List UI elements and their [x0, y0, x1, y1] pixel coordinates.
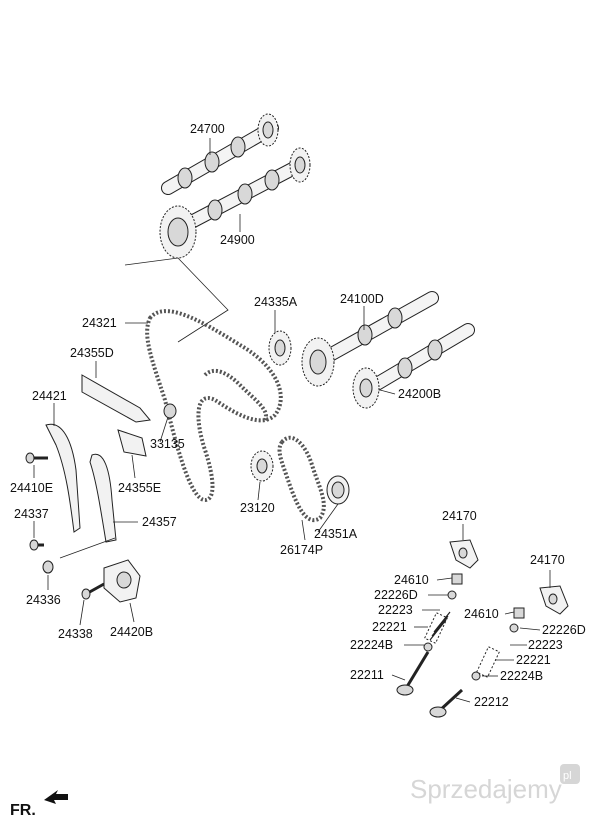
label-24321: 24321	[82, 316, 117, 330]
label-24355E: 24355E	[118, 481, 161, 495]
lash-adjuster-24610-left	[451, 573, 463, 585]
watermark-badge: pl	[563, 770, 572, 782]
label-22224B-left: 22224B	[350, 638, 393, 652]
chain-guide-24355D	[81, 374, 151, 423]
chain-guide-24421	[45, 423, 81, 533]
camshaft-24200B	[352, 323, 475, 409]
front-label: FR.	[10, 802, 36, 819]
sprocket-24335A	[268, 330, 292, 366]
label-22224B-right: 22224B	[500, 669, 543, 683]
watermark-text: Sprzedajemy	[410, 774, 562, 804]
label-24610-right: 24610	[464, 607, 499, 621]
bolt-24338	[81, 582, 105, 600]
bolt-24337	[29, 539, 44, 551]
label-24170-right: 24170	[530, 553, 565, 567]
label-24900: 24900	[220, 233, 255, 247]
bolt-24336	[42, 560, 54, 574]
valve-22212	[429, 688, 464, 718]
label-24336: 24336	[26, 593, 61, 607]
label-24351A: 24351A	[314, 527, 358, 541]
tensioner-arm-24357	[89, 453, 117, 543]
valve-22211	[396, 651, 430, 696]
label-24357: 24357	[142, 515, 177, 529]
label-26174P: 26174P	[280, 543, 323, 557]
retainer-22226D-left	[447, 590, 457, 600]
valve-spring-22221-left	[423, 611, 451, 644]
label-22226D-left: 22226D	[374, 588, 418, 602]
rocker-arm-24170-right	[539, 585, 569, 615]
watermark: Sprzedajemy pl	[410, 764, 580, 804]
leader-lines	[33, 138, 551, 703]
label-22212: 22212	[474, 695, 509, 709]
label-24338: 24338	[58, 627, 93, 641]
label-22223-left: 22223	[378, 603, 413, 617]
label-22211: 22211	[350, 668, 384, 682]
camshaft-24100D	[301, 291, 439, 387]
label-22223-right: 22223	[528, 638, 563, 652]
label-24170-left: 24170	[442, 509, 477, 523]
chain-26174P	[277, 435, 326, 522]
label-22221-right: 22221	[516, 653, 551, 667]
label-24700: 24700	[190, 122, 225, 136]
bolt-33135	[163, 403, 177, 419]
label-23120: 23120	[240, 501, 275, 515]
seal-22224B-left	[423, 642, 433, 652]
label-24200B: 24200B	[398, 387, 441, 401]
sprocket-23120	[250, 450, 274, 482]
label-24337: 24337	[14, 507, 49, 521]
tensioner-24355E	[117, 429, 147, 457]
label-22226D-right: 22226D	[542, 623, 586, 637]
retainer-22226D-right	[509, 623, 519, 633]
front-direction-marker: FR.	[10, 790, 68, 819]
lash-adjuster-24610-right	[513, 607, 525, 619]
tensioner-24420B	[103, 559, 141, 603]
label-24610-left: 24610	[394, 573, 429, 587]
label-24410E: 24410E	[10, 481, 53, 495]
camshaft-24700	[161, 113, 279, 195]
sprocket-24351A	[326, 475, 350, 505]
label-24421: 24421	[32, 389, 67, 403]
label-24355D: 24355D	[70, 346, 114, 360]
valve-spring-22221-right	[475, 646, 501, 678]
label-24100D: 24100D	[340, 292, 384, 306]
camshaft-24900	[159, 147, 311, 259]
label-33135: 33135	[150, 437, 185, 451]
label-22221-left: 22221	[372, 620, 407, 634]
rocker-arm-24170-left	[449, 539, 479, 569]
seal-22224B-right	[471, 671, 481, 681]
label-24335A: 24335A	[254, 295, 298, 309]
arrow-icon	[44, 790, 68, 804]
label-24420B: 24420B	[110, 625, 153, 639]
bolt-24410E	[25, 452, 48, 464]
